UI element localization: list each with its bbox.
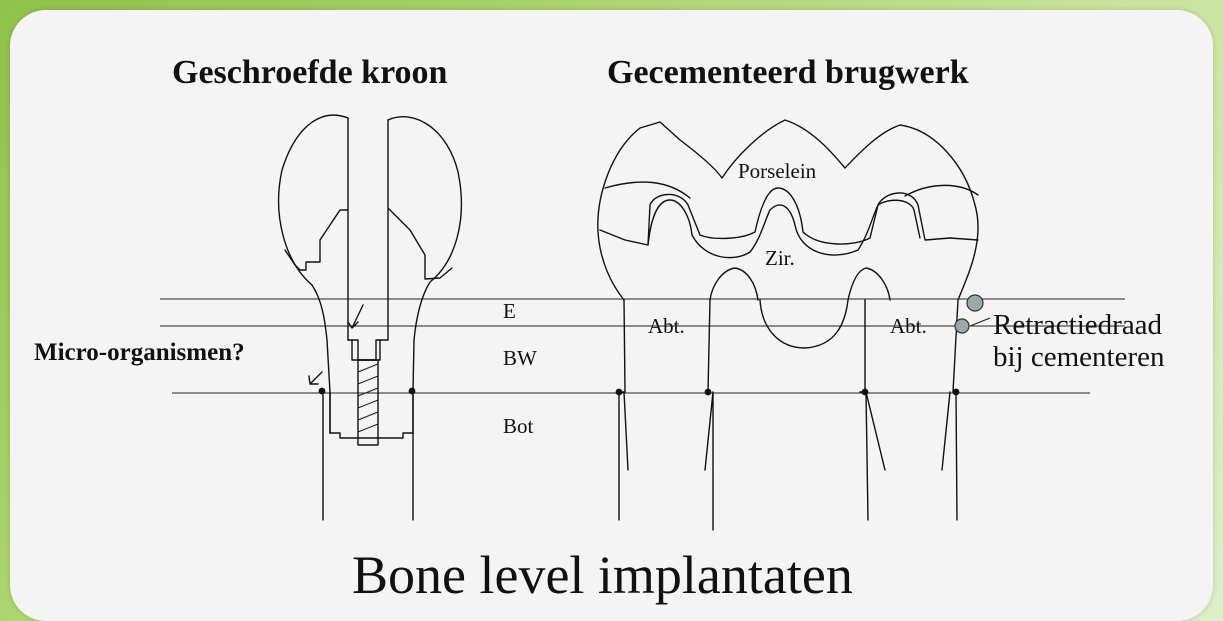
label-retraction-cord: Retractiedraad xyxy=(993,309,1163,341)
title-cemented-bridge: Gecementeerd brugwerk xyxy=(607,54,969,91)
bone-contact-dot xyxy=(705,389,712,396)
label-zirconia: Zir. xyxy=(765,246,795,270)
label-enamel: E xyxy=(503,299,516,323)
bone-contact-dot xyxy=(953,389,960,396)
title-screwed-crown: Geschroefde kroon xyxy=(172,54,448,91)
label-bone: Bot xyxy=(503,414,534,438)
label-abutment-right: Abt. xyxy=(890,314,927,338)
label-connective-tissue: BW xyxy=(503,346,537,370)
retraction-cord-circle xyxy=(955,319,969,333)
footer-title: Bone level implantaten xyxy=(352,545,853,605)
retraction-cord-circle xyxy=(967,295,983,311)
label-porcelain: Porselein xyxy=(738,159,817,183)
bone-contact-dot xyxy=(862,389,869,396)
bone-contact-dot xyxy=(319,388,326,395)
bone-contact-dot xyxy=(616,389,623,396)
bone-contact-dot xyxy=(409,388,416,395)
label-abutment-left: Abt. xyxy=(648,314,685,338)
label-micro-organisms: Micro-organismen? xyxy=(34,339,245,366)
label-when-cementing: bij cementeren xyxy=(993,341,1165,373)
screwed-crown xyxy=(279,115,462,520)
